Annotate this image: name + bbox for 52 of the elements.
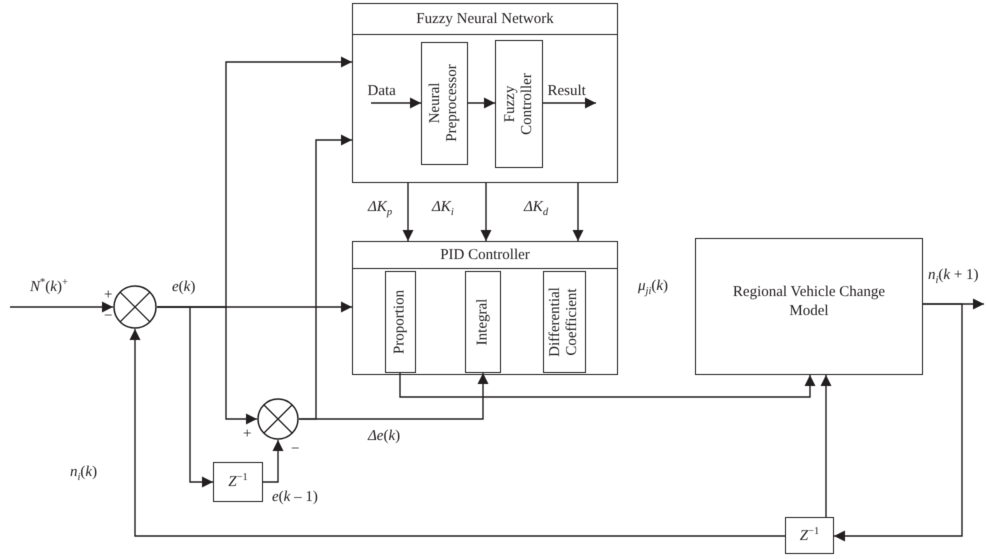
arrow — [468, 98, 495, 108]
arrow — [371, 98, 421, 108]
edge-label: ΔK$_{d}$ — [524, 198, 548, 216]
process-box — [464, 270, 500, 372]
signal-label: Result — [548, 82, 586, 100]
arrow — [299, 373, 488, 420]
model-box — [695, 238, 923, 375]
block-label: Z$^{−1}$ — [798, 526, 820, 546]
signal-label: n$_{i}$(k) — [70, 463, 98, 481]
summing-junction — [113, 285, 157, 329]
panel-title: Fuzzy Neural Network — [353, 4, 617, 35]
block-label: Integral — [474, 297, 491, 347]
signal-label: Data — [368, 82, 396, 100]
edge-label: ΔK$_{i}$ — [432, 198, 454, 216]
controller-panel — [352, 241, 618, 375]
sign-label: + — [243, 425, 252, 443]
signal-label: e(k) — [172, 278, 196, 296]
signal-label: Δe(k) — [368, 427, 400, 445]
signal-label: μ$_{ji}$(k) — [638, 277, 668, 295]
block-label: Neural Preprocessor — [426, 63, 461, 144]
block-label: Proportion — [391, 288, 408, 356]
summing-junction — [257, 398, 299, 440]
process-box — [384, 270, 416, 372]
block-label: Regional Vehicle Change Model — [732, 283, 886, 320]
delay-box — [213, 462, 263, 502]
sign-label: − — [104, 307, 112, 325]
block-label: Fuzzy Controller — [501, 72, 536, 136]
arrow — [402, 183, 414, 241]
arrow — [543, 98, 596, 108]
sign-label: + — [104, 286, 112, 304]
network-panel — [352, 3, 618, 183]
arrow — [130, 329, 785, 537]
arrow — [10, 302, 113, 312]
signal-label: N$^{*}$(k)$^{+}$ — [30, 278, 68, 296]
process-box — [494, 40, 542, 168]
delay-box — [785, 517, 834, 554]
arrow — [157, 306, 257, 424]
arrow — [480, 183, 492, 241]
arrow — [399, 373, 816, 398]
signal-label: n$_{i}$(k + 1) — [928, 266, 979, 284]
process-box — [420, 42, 468, 164]
block-label: Differential Coefficient — [546, 286, 581, 358]
edge-label: ΔK$_{p}$ — [368, 198, 392, 216]
signal-label: e(k – 1) — [272, 488, 318, 506]
arrow — [572, 183, 584, 241]
arrow — [834, 303, 963, 542]
panel-title: PID Controller — [353, 242, 617, 269]
sign-label: − — [291, 440, 300, 458]
arrow — [820, 375, 832, 517]
process-box — [542, 270, 586, 372]
block-label: Z$^{−1}$ — [227, 473, 249, 492]
arrow — [263, 440, 284, 483]
